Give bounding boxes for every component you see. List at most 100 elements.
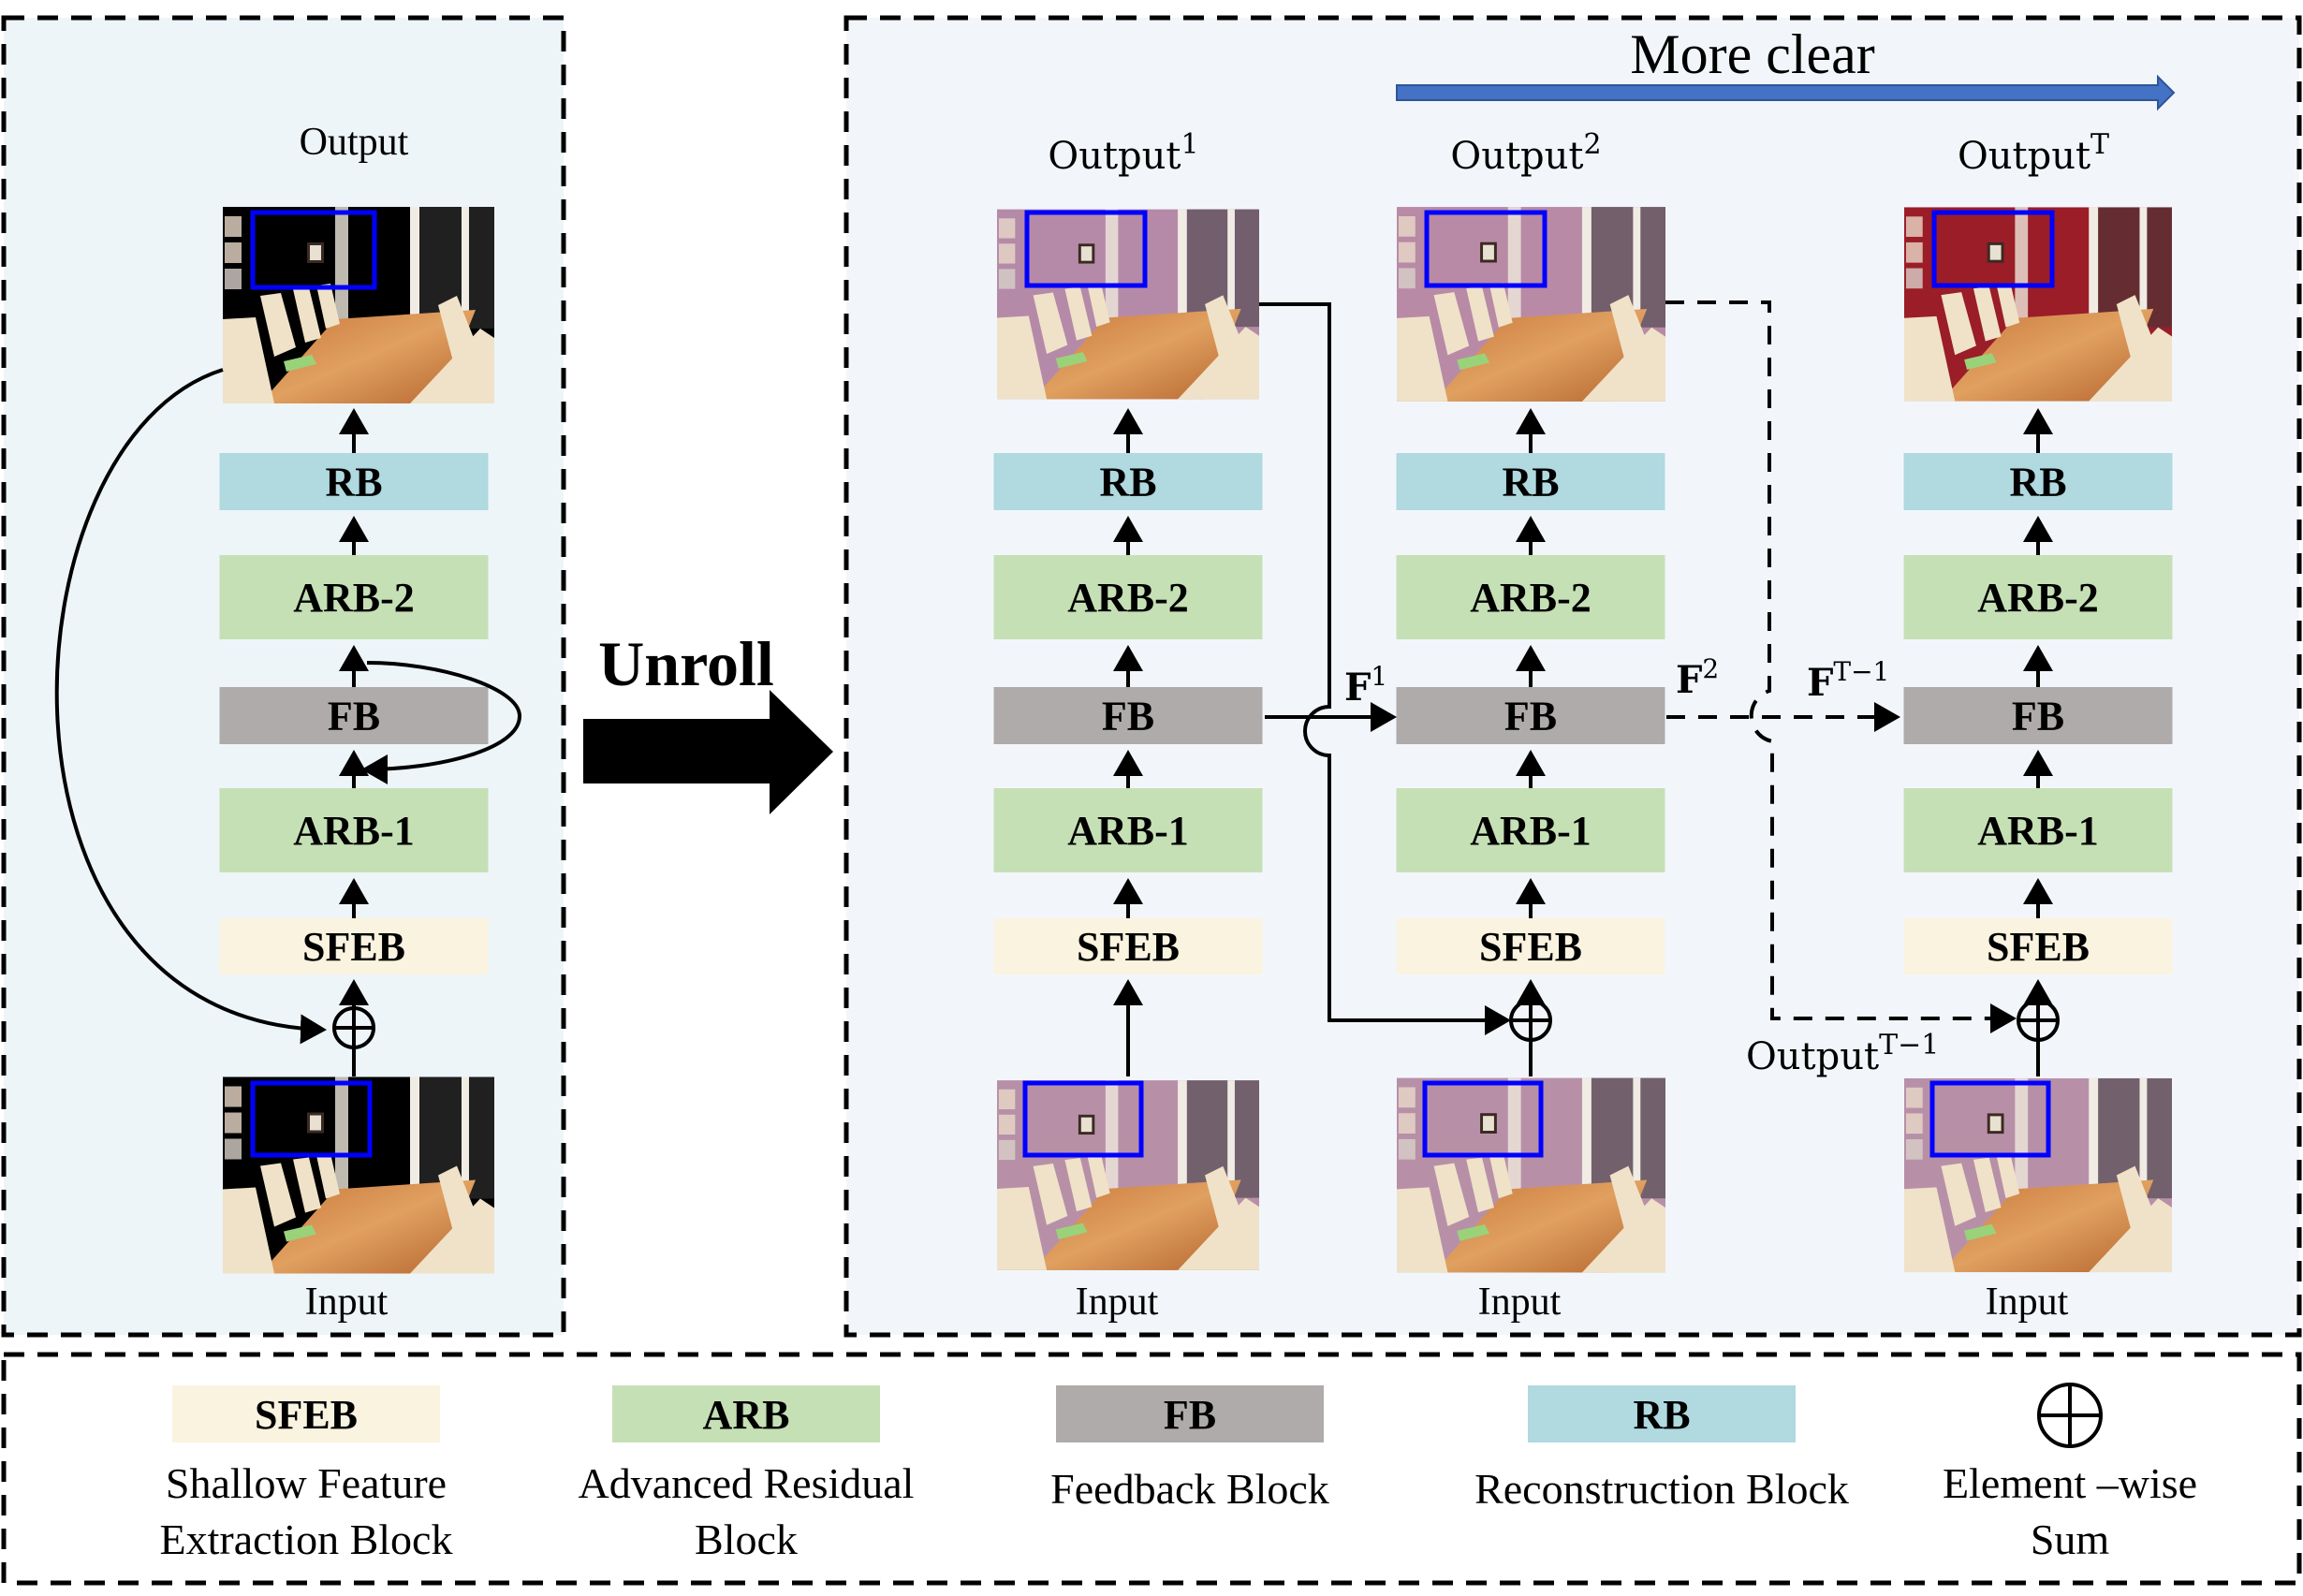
output-image (997, 209, 1259, 400)
block-label: ARB-1 (1470, 808, 1592, 854)
input-label: Input (1986, 1281, 2069, 1324)
input-label: Input (1076, 1281, 1159, 1324)
highlight-box (1929, 1080, 2051, 1158)
more-clear-arrow-icon (1396, 74, 2176, 111)
block-arb-2: ARB-2 (1903, 555, 2173, 639)
output-label: OutputT (1958, 128, 2109, 178)
block-sfeb: SFEB (993, 918, 1263, 974)
block-label: RB (325, 460, 382, 505)
legend-abbr: RB (1633, 1392, 1690, 1438)
block-rect (219, 788, 489, 872)
block-rect (993, 453, 1263, 510)
legend-swatch (1528, 1385, 1796, 1442)
output-prev-to-sumT-connection (1665, 300, 2017, 1033)
highlight-box (1422, 1080, 1544, 1158)
sum-icon (2037, 1383, 2103, 1448)
legend-abbr: SFEB (255, 1392, 358, 1438)
block-rect (1903, 788, 2173, 872)
block-arb-1: ARB-1 (1903, 788, 2173, 872)
block-rect (219, 687, 489, 744)
highlight-box (250, 210, 377, 290)
block-fb: FB (219, 687, 489, 744)
left-input-image (223, 1076, 494, 1274)
block-rect (219, 453, 489, 510)
input-image (997, 1080, 1259, 1270)
block-sfeb: SFEB (219, 918, 489, 974)
f1-label: F1 (1344, 661, 1387, 710)
block-rect (1396, 453, 1665, 510)
output-image (1904, 207, 2172, 402)
block-rect (1903, 918, 2173, 974)
input-image (1904, 1077, 2172, 1273)
block-label: RB (1099, 460, 1156, 505)
legend-description: Feedback Block (1050, 1465, 1329, 1513)
legend-description: Sum (2031, 1515, 2110, 1563)
block-label: SFEB (302, 924, 405, 970)
block-rect (1903, 555, 2173, 639)
block-arb-2: ARB-2 (993, 555, 1263, 639)
block-fb: FB (1396, 687, 1665, 744)
block-label: ARB-2 (1470, 575, 1592, 621)
highlight-box (1424, 210, 1548, 288)
input-label: Input (1478, 1281, 1562, 1324)
highlight-box (1022, 1080, 1144, 1158)
block-rect (219, 918, 489, 974)
output-T-1-label: OutputT−1 (1746, 1029, 1939, 1078)
output-label: Output2 (1450, 128, 1601, 178)
block-label: RB (1502, 460, 1559, 505)
legend-swatch (612, 1385, 880, 1442)
legend-description: Advanced Residual (579, 1459, 915, 1507)
fb-recurrent-loop (361, 661, 522, 784)
legend-description: Reconstruction Block (1474, 1465, 1849, 1513)
highlight-box (1024, 210, 1148, 288)
unroll-arrow-icon (583, 690, 833, 814)
block-label: ARB-1 (1067, 808, 1189, 854)
block-sfeb: SFEB (1396, 918, 1665, 974)
block-arb-1: ARB-1 (993, 788, 1263, 872)
block-label: SFEB (1987, 924, 2090, 970)
unroll-indicator: Unroll (583, 628, 833, 814)
block-rect (993, 687, 1263, 744)
block-label: FB (1102, 694, 1154, 739)
left-sum-node (332, 1006, 375, 1049)
block-rect (219, 555, 489, 639)
fT-1-label: FT−1 (1807, 656, 1889, 705)
block-label: FB (328, 694, 380, 739)
sum-node (1509, 999, 1552, 1042)
unroll-label: Unroll (598, 628, 774, 699)
block-arb-2: ARB-2 (219, 555, 489, 639)
block-rb: RB (993, 453, 1263, 510)
output-label: Output1 (1048, 128, 1198, 178)
block-rect (993, 555, 1263, 639)
more-clear-label: More clear (1630, 23, 1875, 85)
highlight-box (250, 1080, 373, 1158)
block-rb: RB (1903, 453, 2173, 510)
f2-label: F2 (1676, 653, 1719, 702)
output-image (1397, 207, 1665, 402)
block-fb: FB (993, 687, 1263, 744)
block-rect (1903, 453, 2173, 510)
block-rb: RB (219, 453, 489, 510)
block-arb-1: ARB-1 (1396, 788, 1665, 872)
block-label: RB (2009, 460, 2066, 505)
left-input-label: Input (305, 1281, 389, 1324)
global-skip-connection (54, 368, 327, 1045)
legend-swatch (172, 1385, 440, 1442)
block-rect (1396, 918, 1665, 974)
block-label: FB (1504, 694, 1557, 739)
legend-item-rb: RB Reconstruction Block (1474, 1385, 1849, 1513)
block-arb-2: ARB-2 (1396, 555, 1665, 639)
